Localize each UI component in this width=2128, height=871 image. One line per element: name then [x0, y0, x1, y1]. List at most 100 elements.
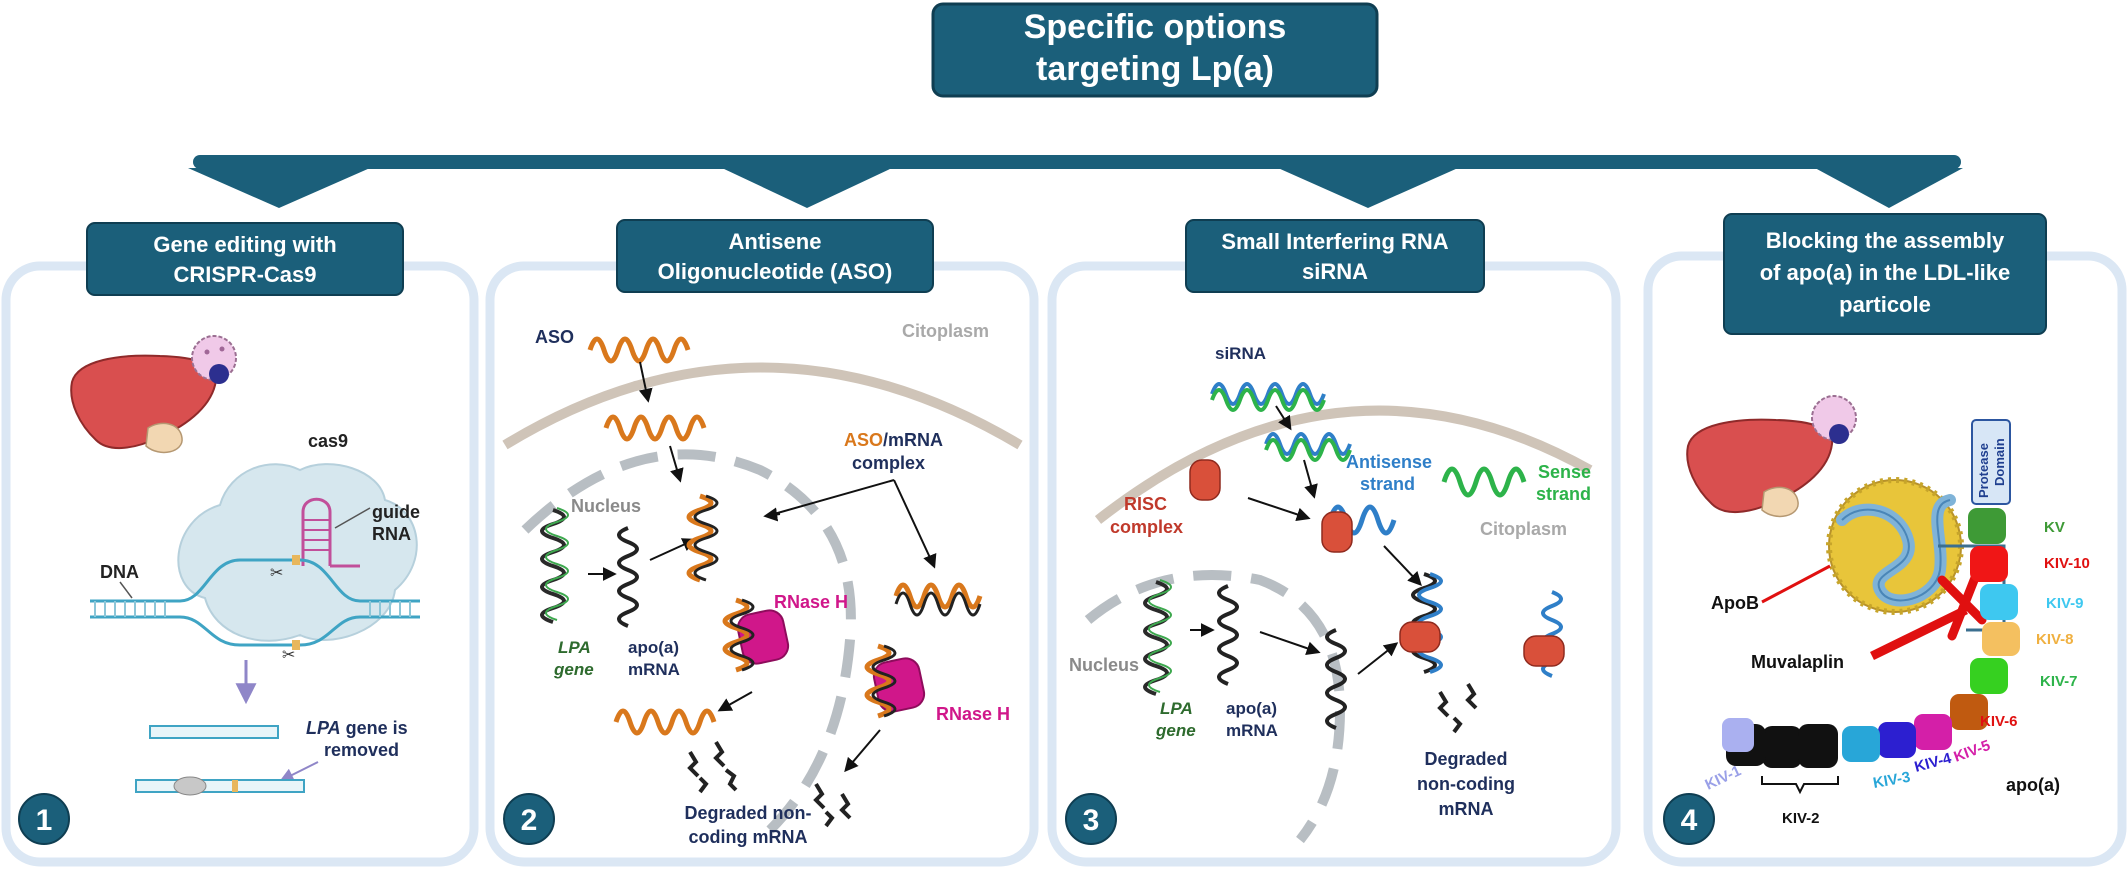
title-line-2: targeting Lp(a): [1036, 50, 1274, 88]
panel-4-header: [1723, 213, 2047, 335]
sirna-duplex-top: [1210, 382, 1326, 412]
cut-dna-fragment: [149, 725, 279, 739]
title-box: [931, 2, 1379, 98]
sense-label-1: Sense: [1538, 462, 1591, 482]
kringle-kiv8: [1982, 622, 2020, 656]
degraded-label-sirna-2: non-coding: [1417, 774, 1515, 794]
kringle-kiv2-label: KIV-2: [1782, 810, 1820, 827]
risc-to-mrna-arrow: [1383, 545, 1422, 587]
guide-rna-icon: [301, 497, 360, 568]
antisense-label-1: Antisense: [1346, 452, 1432, 472]
lpa-gene-label-sirna-2: gene: [1155, 721, 1196, 740]
panel-4-header-line-1: Blocking the assembly: [1766, 228, 2005, 253]
aso-released-strand: [613, 708, 717, 736]
removed-arrow: [279, 761, 319, 782]
aso-mrna-complex-label-2: complex: [852, 453, 925, 473]
kringle-kiv7: [1970, 658, 2008, 694]
rnase-h-label-2: RNase H: [936, 704, 1010, 724]
degraded-label-sirna-3: mRNA: [1438, 799, 1493, 819]
branch-arrow-2: [722, 168, 892, 208]
degraded-mrna-label-1: Degraded non-: [684, 803, 811, 823]
complex-callout-arrow-1: [763, 507, 781, 522]
panel-4-number-badge: 4: [1663, 793, 1715, 845]
risc-recycled: [1523, 590, 1565, 678]
aso-to-complex-arrow: [669, 445, 684, 483]
aso-release-arrow: [717, 691, 753, 712]
complex-callout-line: [773, 479, 933, 563]
nucleus-label: Nucleus: [571, 496, 641, 516]
mrna-label-sirna: mRNA: [1226, 721, 1278, 740]
kringle-kiv7-label: KIV-7: [2040, 673, 2078, 690]
cas9-protein-icon: [177, 463, 418, 642]
liver-icon-2: [1686, 418, 1834, 518]
liver-icon: [70, 354, 218, 454]
kringle-kiv4: [1878, 722, 1916, 758]
sirna-label: siRNA: [1215, 344, 1266, 363]
svg-text:4: 4: [1681, 804, 1698, 837]
panel-2-number-badge: 2: [503, 793, 555, 845]
apoa-mrna-nucleus: [617, 526, 639, 628]
hepatocyte-cell-icon: [191, 335, 237, 384]
muvalaplin-label: Muvalaplin: [1751, 652, 1844, 672]
apoa-mrna-cytoplasm-sirna: [1325, 628, 1347, 730]
degraded-mrna-label-2: coding mRNA: [689, 827, 808, 847]
sense-strand: [1441, 466, 1527, 498]
kringle-kiv6: [1950, 694, 1988, 730]
degraded-mrna-fragments-1: [687, 740, 738, 794]
lpa-gene-dna-sirna: [1143, 579, 1172, 696]
aso-strand-inside: [603, 414, 707, 442]
risc-label-1: RISC: [1124, 494, 1167, 514]
guide-rna-pointer: [334, 507, 371, 529]
sense-label-2: strand: [1536, 484, 1591, 504]
branch-arrow-1: [188, 168, 370, 208]
export-arrow: [649, 538, 697, 561]
apoa-mrna-nucleus-sirna: [1217, 584, 1239, 686]
degraded-mrna-fragments-sirna: [1437, 682, 1478, 734]
aso-strand-top: [587, 336, 691, 364]
sirna-entry-arrow: [1275, 405, 1292, 431]
apoa-label-sirna: apo(a): [1226, 699, 1277, 718]
title-line-1: Specific options: [1024, 8, 1287, 46]
branch-arrow-3: [1278, 168, 1458, 208]
kringle-kiv1: [1722, 718, 1754, 752]
panel-2-frame: [485, 261, 1039, 867]
degraded-label-sirna-1: Degraded: [1424, 749, 1507, 769]
complex-callout-arrow-2: [923, 553, 937, 569]
kringle-kv: [1968, 508, 2006, 544]
risc-mrna-complex: [1399, 572, 1443, 674]
scissors-icon: ✂: [270, 565, 283, 582]
hepatocyte-cell-icon-2: [1811, 395, 1857, 444]
panel-3-number-badge: 3: [1065, 793, 1117, 845]
target-site-bottom: [292, 640, 300, 650]
aso-mrna-complex-label-1: ASO/mRNA: [844, 430, 943, 450]
scissors-icon-2: ✂: [282, 647, 295, 664]
degraded-mrna-fragments-2: [813, 782, 852, 828]
kringle-kiv9-label: KIV-9: [2046, 595, 2084, 612]
aso-mrna-complex-cytoplasm: [893, 582, 983, 617]
nucleus-label-sirna: Nucleus: [1069, 655, 1139, 675]
removed-label: removed: [324, 740, 399, 760]
kringle-kiv5-label: KIV-5: [1952, 737, 1993, 766]
mrna-to-risc-arrow: [1357, 642, 1399, 675]
protease-domain-box: Protease Domain: [1971, 419, 2011, 505]
kringle-kiv10: [1970, 546, 2008, 582]
citoplasm-label: Citoplasm: [902, 321, 989, 341]
target-site-top: [292, 555, 300, 565]
svg-text:Domain: Domain: [1992, 438, 2007, 486]
risc-antisense-complex: [1321, 504, 1397, 553]
aso-entry-arrow: [638, 361, 653, 403]
kringle-kv-label: KV: [2044, 519, 2065, 536]
nucleus-envelope: [521, 449, 856, 834]
kringle-kiv3: [1842, 726, 1880, 762]
cas9-label: cas9: [308, 431, 348, 451]
aso-label: ASO: [535, 327, 574, 347]
aso-mrna-complex-3: [864, 643, 897, 719]
risc-loading-arrow: [1247, 497, 1311, 522]
kiv2-brace: [1761, 776, 1839, 795]
sirna-duplex-inside: [1264, 432, 1352, 462]
dna-base-pairs: [94, 601, 411, 617]
edited-dna-strand: [135, 776, 305, 796]
branch-arrow-4: [1815, 168, 1963, 208]
panel-3-header-line-2: siRNA: [1302, 259, 1368, 284]
